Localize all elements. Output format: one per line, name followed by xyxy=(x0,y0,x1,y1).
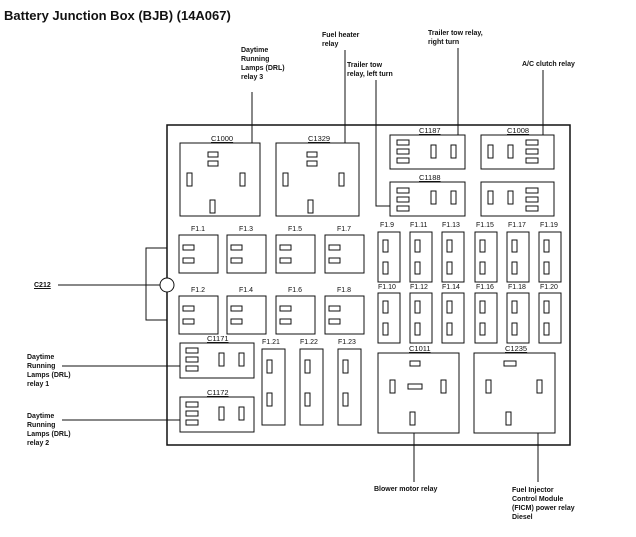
fuse-f1-19 xyxy=(538,231,562,283)
callout-drl-relay-2: Daytime Running Lamps (DRL) relay 2 xyxy=(27,413,71,447)
callout-ac-clutch-relay: A/C clutch relay xyxy=(522,61,575,68)
fuse-f1-23 xyxy=(337,348,362,426)
relay-c1172 xyxy=(179,396,255,433)
fuse-f1-9 xyxy=(377,231,401,283)
connector-c1235-label: C1235 xyxy=(505,344,528,353)
fuse-f1-6 xyxy=(275,295,316,335)
connector-c1000-label: C1000 xyxy=(211,134,234,143)
fuse-label-f1-16: F1.16 xyxy=(476,284,494,291)
fuse-label-f1-20: F1.20 xyxy=(540,284,558,291)
fuse-f1-4 xyxy=(226,295,267,335)
connector-c1008-label: C1008 xyxy=(507,126,530,135)
fuse-label-f1-21: F1.21 xyxy=(262,339,280,346)
fuse-label-f1-17: F1.17 xyxy=(508,222,526,229)
fuse-label-f1-22: F1.22 xyxy=(300,339,318,346)
fuse-label-f1-15: F1.15 xyxy=(476,222,494,229)
connector-c1188-label: C1188 xyxy=(419,173,441,182)
connector-c1172-label: C1172 xyxy=(207,388,229,397)
fuse-label-f1-8: F1.8 xyxy=(337,287,352,294)
fuse-label-f1-19: F1.19 xyxy=(540,222,558,229)
callout-ficm-power-relay: Fuel Injector Control Module (FICM) powe… xyxy=(512,487,575,521)
relay-c1235 xyxy=(473,352,556,434)
connector-c1011-label: C1011 xyxy=(409,344,431,353)
callout-blower-motor-relay: Blower motor relay xyxy=(374,486,438,493)
fuse-f1-11 xyxy=(409,231,433,283)
callout-fuel-heater-relay: Fuel heater relay xyxy=(322,32,360,48)
relay-c1171 xyxy=(179,342,255,379)
fuse-f1-1 xyxy=(178,234,219,274)
relay-unlabeled xyxy=(480,181,555,217)
fuse-f1-5 xyxy=(275,234,316,274)
fuse-f1-2 xyxy=(178,295,219,335)
relay-c1011 xyxy=(377,352,460,434)
fuse-f1-3 xyxy=(226,234,267,274)
fuse-label-f1-7: F1.7 xyxy=(337,226,352,233)
fuse-label-f1-12: F1.12 xyxy=(410,284,428,291)
fuse-f1-18 xyxy=(506,292,530,344)
fuse-label-f1-23: F1.23 xyxy=(338,339,356,346)
fuse-f1-22 xyxy=(299,348,324,426)
callout-trailer-tow-left: Trailer tow relay, left turn xyxy=(347,62,393,78)
callout-trailer-tow-right: Trailer tow relay, right turn xyxy=(428,30,483,46)
fuse-label-f1-1: F1.1 xyxy=(191,226,206,233)
fuse-label-f1-3: F1.3 xyxy=(239,226,254,233)
trailer-left-leader xyxy=(375,80,390,207)
page-title: Battery Junction Box (BJB) (14A067) xyxy=(4,8,231,23)
fuse-label-f1-9: F1.9 xyxy=(380,222,395,229)
fuse-label-f1-13: F1.13 xyxy=(442,222,460,229)
fuse-f1-20 xyxy=(538,292,562,344)
relay-c1188 xyxy=(389,181,466,217)
relay-c1000 xyxy=(179,142,261,217)
relay-c1008 xyxy=(480,134,555,170)
fuse-label-f1-10: F1.10 xyxy=(378,284,396,291)
fuse-f1-10 xyxy=(377,292,401,344)
connector-c1171-label: C1171 xyxy=(207,334,229,343)
fuse-f1-8 xyxy=(324,295,365,335)
fuse-f1-12 xyxy=(409,292,433,344)
fuse-f1-16 xyxy=(474,292,498,344)
relay-c1329 xyxy=(275,142,360,217)
callout-drl-relay-1: Daytime Running Lamps (DRL) relay 1 xyxy=(27,354,71,388)
fuse-label-f1-5: F1.5 xyxy=(288,226,303,233)
fuse-f1-21 xyxy=(261,348,286,426)
fuse-label-f1-4: F1.4 xyxy=(239,287,254,294)
connector-c1187-label: C1187 xyxy=(419,126,441,135)
fuse-f1-7 xyxy=(324,234,365,274)
connector-c1329-label: C1329 xyxy=(308,134,331,143)
fuse-label-f1-2: F1.2 xyxy=(191,287,206,294)
fuse-label-f1-11: F1.11 xyxy=(410,222,428,229)
c212-bracket xyxy=(145,247,167,321)
fuse-label-f1-18: F1.18 xyxy=(508,284,526,291)
fuse-f1-13 xyxy=(441,231,465,283)
fuse-f1-14 xyxy=(441,292,465,344)
fuse-f1-15 xyxy=(474,231,498,283)
relay-c1187 xyxy=(389,134,466,170)
fuse-f1-17 xyxy=(506,231,530,283)
c212-connector xyxy=(159,277,175,293)
callout-drl-relay-3: Daytime Running Lamps (DRL) relay 3 xyxy=(241,47,285,81)
callout-c212: C212 xyxy=(34,282,51,289)
fuse-label-f1-6: F1.6 xyxy=(288,287,303,294)
fuse-label-f1-14: F1.14 xyxy=(442,284,460,291)
